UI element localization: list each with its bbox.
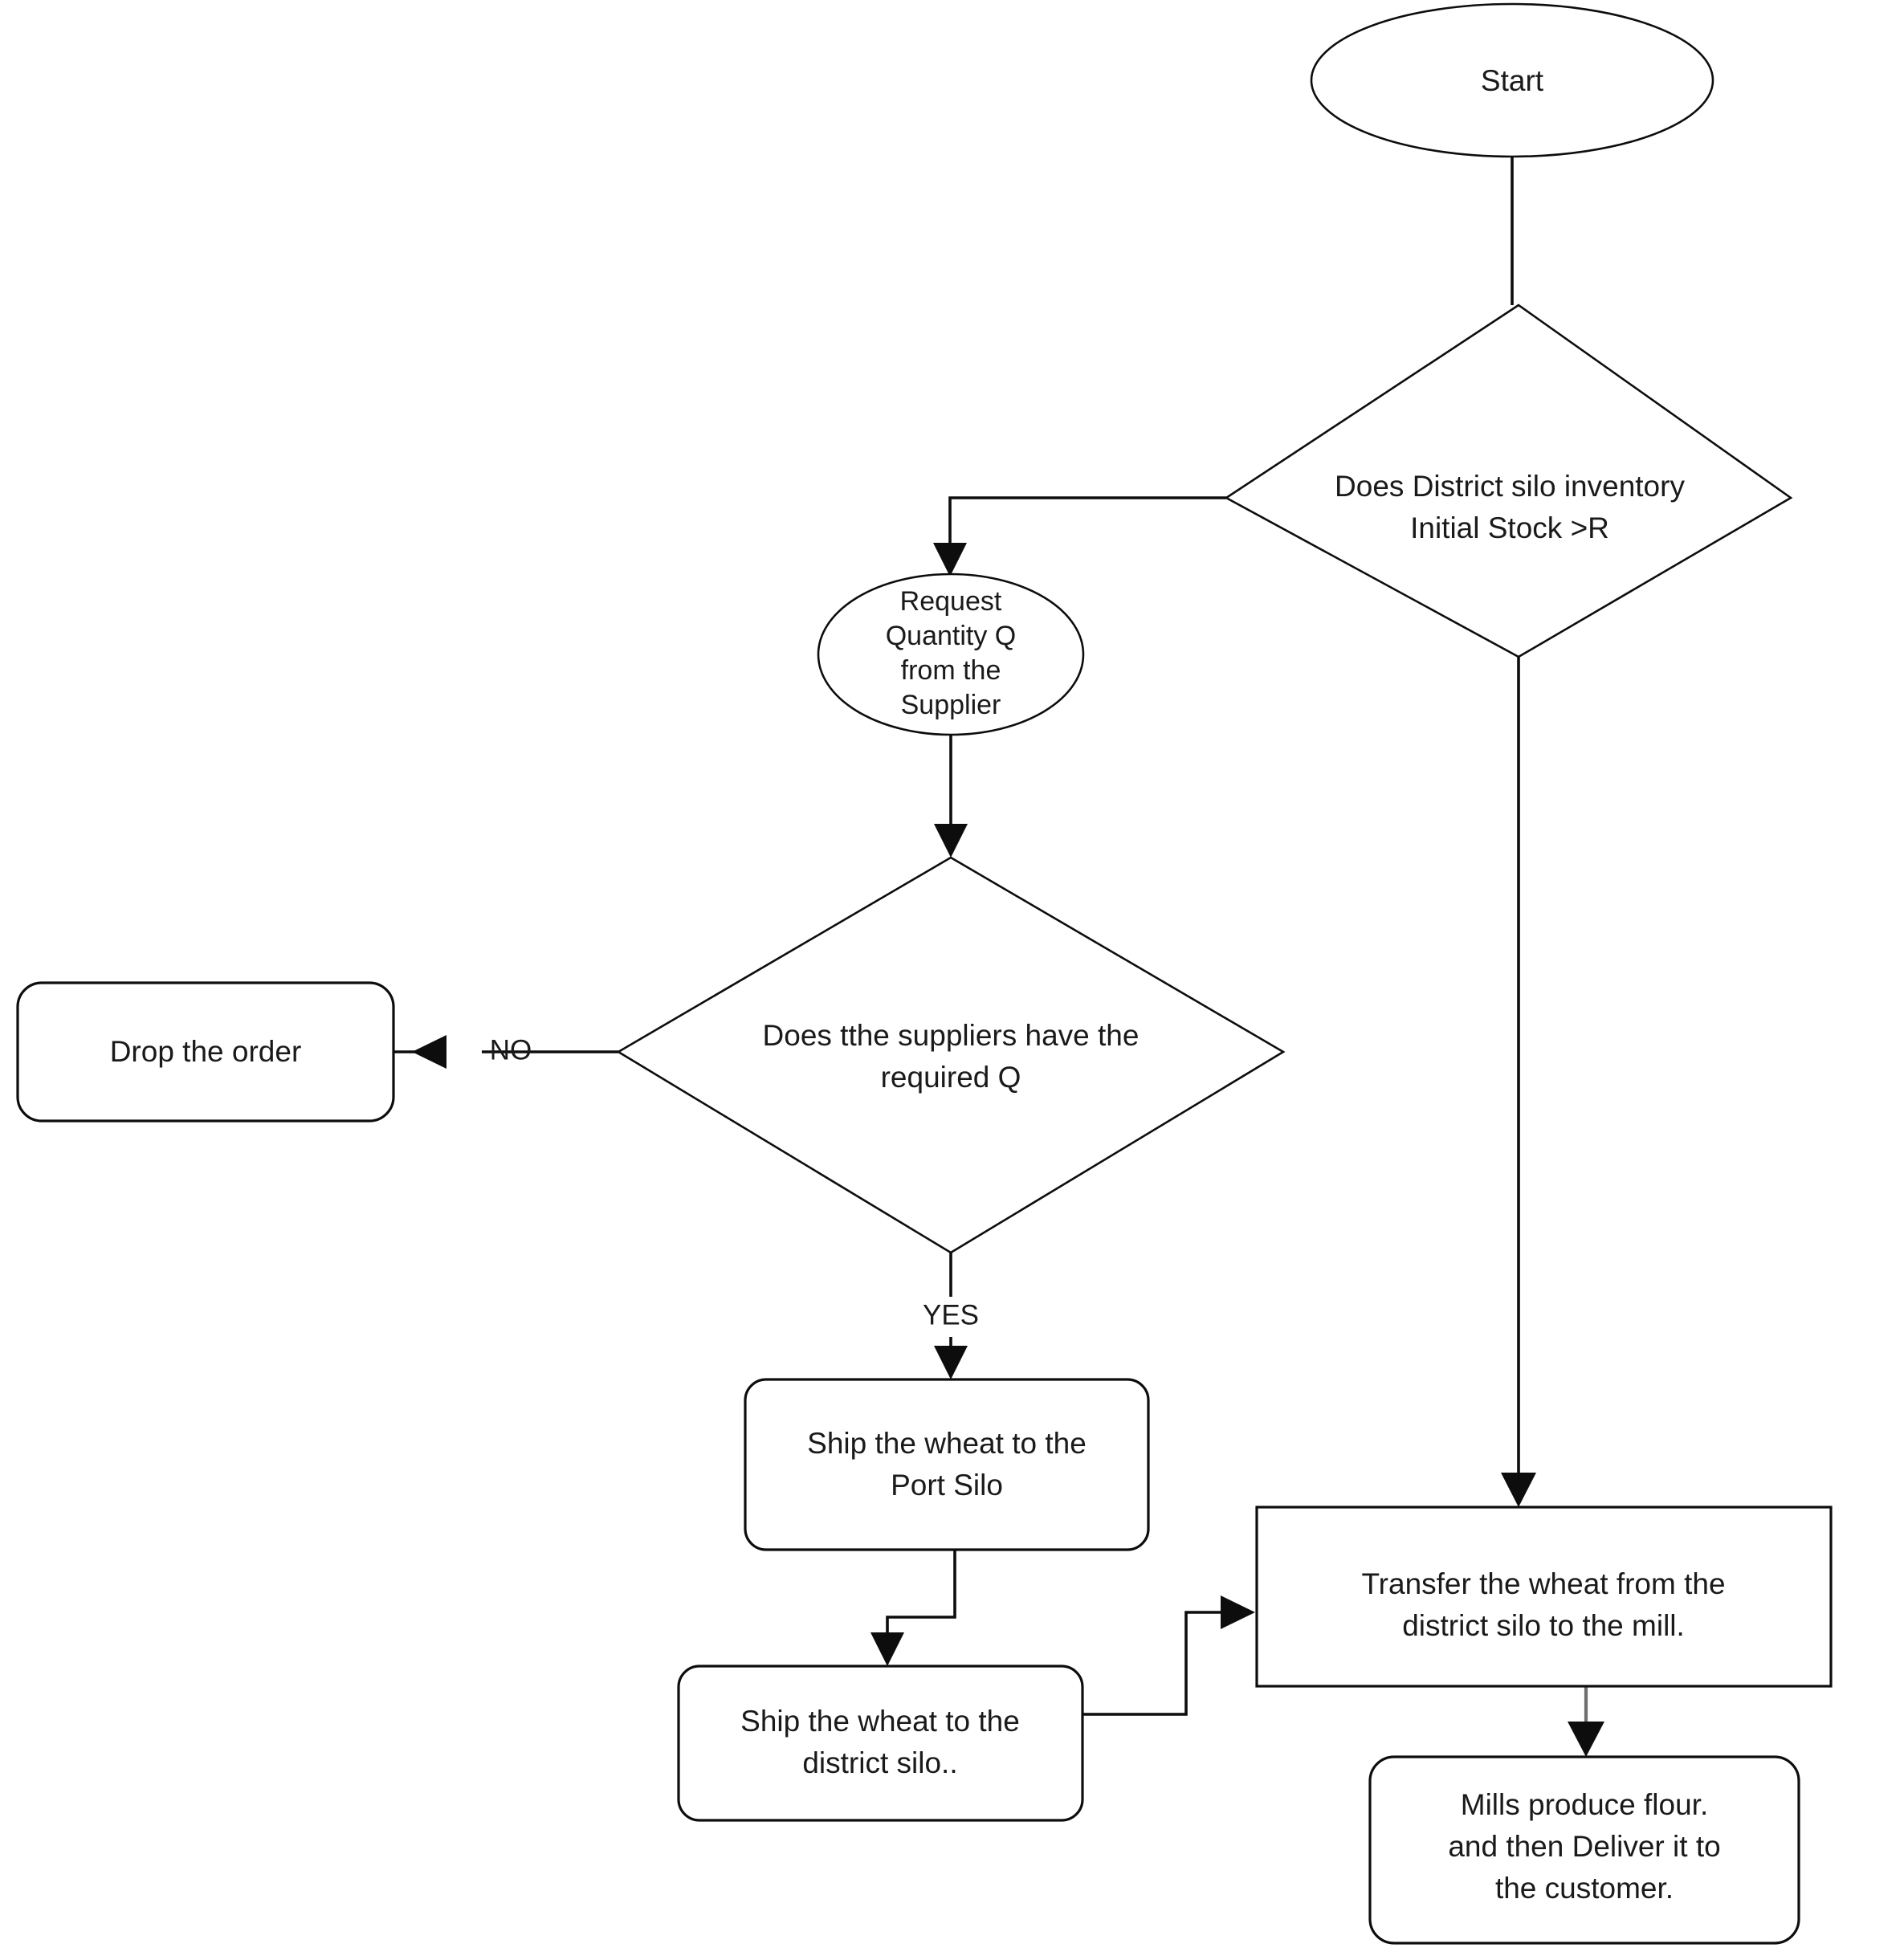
edge-district-decision-to-request [933, 496, 1226, 577]
arrowhead-icon [933, 543, 967, 577]
request-line-1: Request [900, 586, 1002, 617]
arrowhead-icon [934, 824, 968, 858]
supplier-decision-line-1: Does tthe suppliers have the [763, 1019, 1140, 1052]
mills-box-shape [1368, 1755, 1800, 1945]
edge-label-no: NO [490, 1034, 532, 1066]
edge-ship-port-to-ship-district [870, 1550, 956, 1666]
node-drop-order[interactable]: Drop the order [16, 981, 395, 1123]
district-decision-line-2: Initial Stock >R [1410, 511, 1609, 544]
request-ellipse-shape [817, 573, 1085, 736]
ship-port-silo-box-shape [744, 1378, 1150, 1551]
ship-district-line-2: district silo.. [802, 1746, 957, 1779]
district-decision-diamond-shape [1224, 304, 1793, 658]
node-transfer-to-mill[interactable]: Transfer the wheat from the district sil… [1255, 1506, 1833, 1688]
arrowhead-icon [1568, 1722, 1604, 1757]
transfer-line-2: district silo to the mill. [1402, 1609, 1685, 1642]
supplier-decision-line-2: required Q [881, 1061, 1021, 1094]
node-ship-port-silo[interactable]: Ship the wheat to the Port Silo [744, 1378, 1150, 1551]
edge-transfer-to-mills [1568, 1686, 1604, 1757]
edge-label-yes: YES [923, 1299, 979, 1330]
arrowhead-icon [1221, 1595, 1255, 1629]
district-decision-line-1: Does District silo inventory [1335, 470, 1685, 503]
edge-supplier-decision-to-ship-port [934, 1253, 968, 1379]
node-request-quantity[interactable]: Request Quantity Q from the Supplier [817, 573, 1085, 736]
mills-line-3: the customer. [1495, 1872, 1674, 1905]
edge-supplier-decision-to-drop-order [393, 1035, 618, 1069]
node-start[interactable]: Start [1310, 2, 1714, 158]
arrowhead-icon [1501, 1473, 1536, 1507]
ship-port-line-1: Ship the wheat to the [807, 1427, 1087, 1460]
ship-port-line-2: Port Silo [891, 1469, 1003, 1502]
arrowhead-icon [412, 1035, 446, 1069]
request-line-4: Supplier [901, 690, 1001, 720]
request-line-2: Quantity Q [886, 621, 1017, 651]
edge-district-decision-to-transfer [1501, 657, 1536, 1507]
ship-district-line-1: Ship the wheat to the [740, 1705, 1020, 1738]
node-ship-district-silo[interactable]: Ship the wheat to the district silo.. [677, 1665, 1084, 1822]
transfer-box-shape [1255, 1506, 1833, 1688]
supplier-decision-diamond-shape [616, 856, 1286, 1254]
drop-order-label: Drop the order [110, 1035, 302, 1068]
node-mills-produce-flour[interactable]: Mills produce flour. and then Deliver it… [1368, 1755, 1800, 1945]
ship-district-silo-box-shape [677, 1665, 1084, 1822]
drop-order-box-shape [16, 981, 395, 1123]
edge-request-to-supplier-decision [934, 731, 968, 858]
mills-line-2: and then Deliver it to [1448, 1830, 1720, 1863]
transfer-line-1: Transfer the wheat from the [1361, 1567, 1725, 1600]
arrowhead-icon [934, 1346, 968, 1379]
edge-ship-district-to-transfer [1082, 1595, 1255, 1716]
node-decision-district-stock[interactable]: Does District silo inventory Initial Sto… [1224, 304, 1793, 658]
request-line-3: from the [901, 655, 1001, 686]
start-label: Start [1481, 64, 1544, 97]
node-decision-supplier-has-q[interactable]: Does tthe suppliers have the required Q [616, 856, 1286, 1254]
mills-line-1: Mills produce flour. [1461, 1788, 1708, 1821]
start-ellipse-shape [1310, 2, 1714, 158]
arrowhead-icon [870, 1632, 904, 1666]
